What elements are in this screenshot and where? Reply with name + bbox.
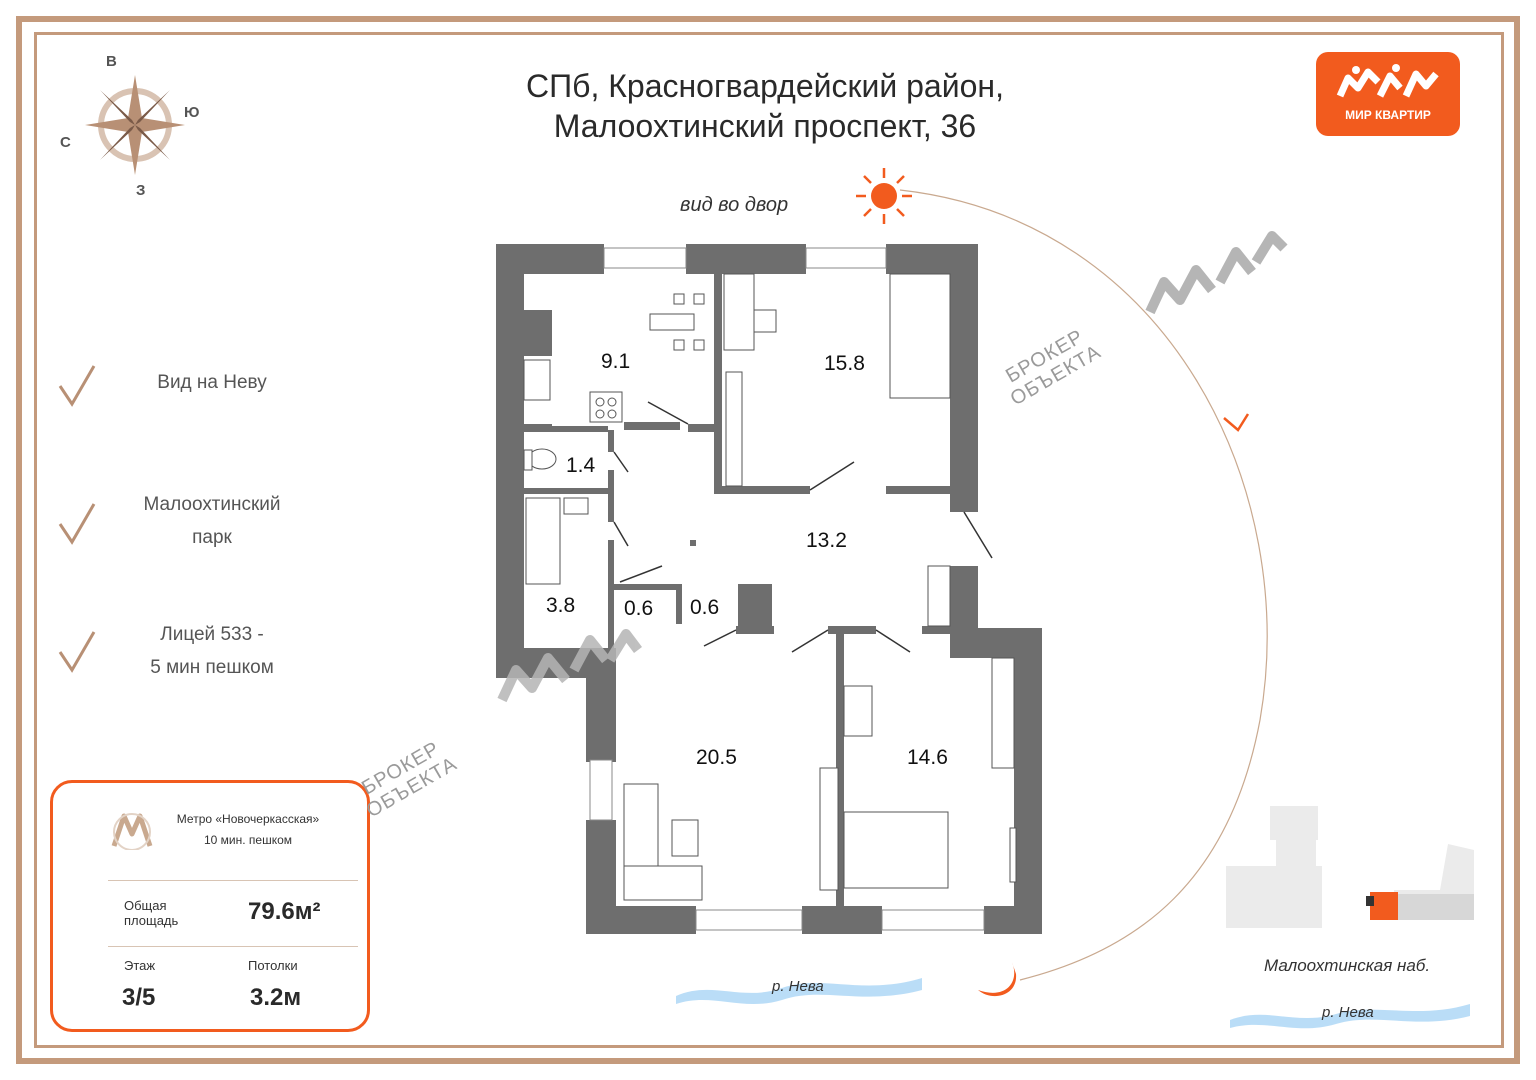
location-map <box>1226 806 1474 928</box>
compass-east-label: Ю <box>184 104 200 121</box>
outer-frame <box>16 16 1520 1064</box>
sun-path-graphic <box>899 189 1268 981</box>
brand-logo: МИР КВАРТИР <box>1316 52 1460 136</box>
area-label: Общая площадь <box>124 898 178 928</box>
info-card <box>50 780 370 1032</box>
moon-icon <box>978 962 1017 997</box>
area-label-line1: Общая <box>124 898 167 913</box>
view-label: вид во двор <box>680 194 789 216</box>
room-area-closet-1: 0.6 <box>624 597 654 620</box>
feature-school: Лицей 533 - 5 мин пешком <box>82 618 342 684</box>
address-title: СПб, Красногвардейский район, Малоохтинс… <box>440 66 1090 146</box>
ceiling-label: Потолки <box>248 958 298 973</box>
feature-school-line1: Лицей 533 - <box>160 624 264 645</box>
feature-view-line1: Вид на Неву <box>157 372 267 393</box>
floor-value: 3/5 <box>122 984 156 1011</box>
feature-view: Вид на Неву <box>82 366 342 399</box>
address-line-1: СПб, Красногвардейский район, <box>526 68 1004 104</box>
area-label-line2: площадь <box>124 913 179 928</box>
feature-park-line2: парк <box>192 527 232 548</box>
room-area-kitchen: 9.1 <box>601 350 631 373</box>
ceiling-value: 3.2м <box>250 984 302 1011</box>
compass-rose-icon <box>85 75 185 175</box>
room-area-closet-2: 0.6 <box>690 596 720 619</box>
logo-text: МИР КВАРТИР <box>1345 108 1431 122</box>
room-area-wc: 1.4 <box>566 454 596 477</box>
area-value: 79.6м² <box>248 898 321 925</box>
room-area-bath: 3.8 <box>546 594 576 617</box>
check-icon <box>58 365 96 407</box>
compass-west-label: С <box>60 134 71 151</box>
river-label-plan: р. Нева <box>772 978 824 995</box>
address-line-2: Малоохтинский проспект, 36 <box>553 108 977 144</box>
room-area-bedroom-bottom: 14.6 <box>907 746 948 769</box>
check-icon <box>58 503 96 545</box>
floor-label: Этаж <box>124 958 156 973</box>
room-area-living: 20.5 <box>696 746 737 769</box>
info-divider <box>108 946 358 947</box>
river-wave-graphic <box>676 978 922 1004</box>
watermark-mark-icon <box>1145 231 1288 315</box>
feature-park: Малоохтинский парк <box>82 488 342 554</box>
metro-walk-time: 10 мин. пешком <box>203 833 293 847</box>
compass-north-label: В <box>106 53 117 70</box>
metro-logo-icon <box>111 813 153 850</box>
river-label-map: р. Нева <box>1322 1004 1374 1021</box>
metro-name: Метро «Новочеркасская» <box>176 812 320 826</box>
sun-icon <box>856 168 912 224</box>
embankment-label: Малоохтинская наб. <box>1264 956 1431 975</box>
compass-south-label: З <box>136 182 146 199</box>
info-divider <box>108 880 358 881</box>
river-wave-graphic <box>1230 1004 1470 1029</box>
check-icon <box>58 631 96 673</box>
room-area-hall: 13.2 <box>806 529 847 552</box>
room-area-bedroom-top: 15.8 <box>824 352 865 375</box>
logo-mark-icon <box>1336 64 1439 98</box>
floor-plan <box>496 244 1042 934</box>
feature-school-line2: 5 мин пешком <box>150 657 274 678</box>
feature-park-line1: Малоохтинский <box>143 494 281 515</box>
inner-frame <box>34 32 1504 1048</box>
